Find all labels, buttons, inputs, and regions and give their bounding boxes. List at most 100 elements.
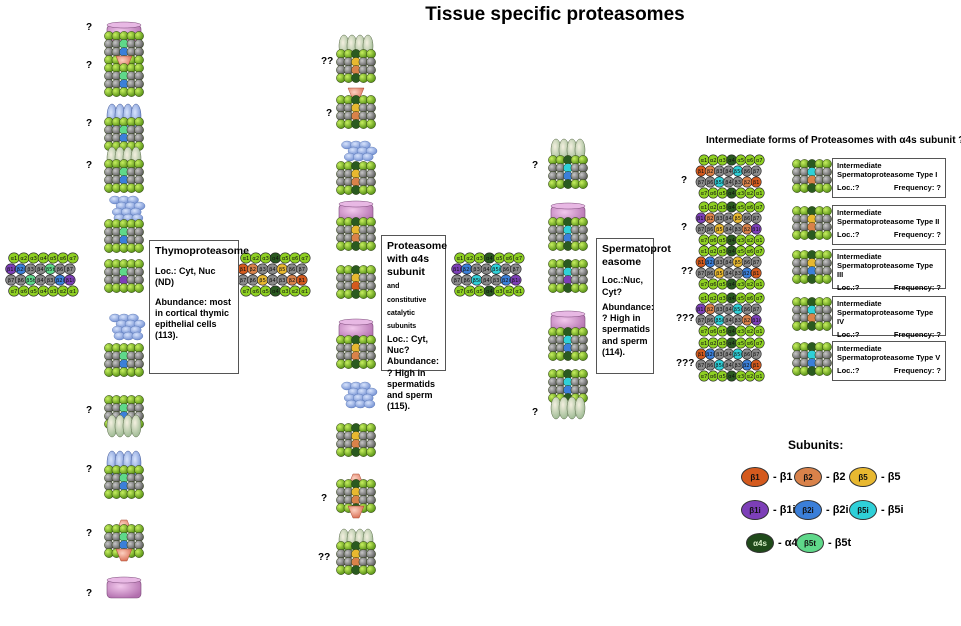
svg-text:β2: β2 [744, 227, 751, 233]
svg-text:β4: β4 [725, 271, 732, 277]
intermediate-loc: Loc.:? [837, 230, 860, 239]
svg-text:α3: α3 [719, 341, 726, 347]
col2-core-7 [336, 479, 376, 513]
legend-swatch: β5t [796, 533, 824, 553]
svg-text:β1i: β1i [752, 318, 760, 324]
col1-blob-mid [109, 313, 146, 341]
svg-text:β3: β3 [716, 169, 723, 175]
alpha4s-box: Proteasome with α4s subunit and constitu… [381, 235, 447, 411]
legend-swatch: β2i [794, 500, 822, 520]
legend-label: - β5 [881, 471, 901, 483]
svg-text:α7: α7 [701, 282, 708, 288]
intermediate-loc: Loc.:? [837, 283, 860, 292]
intermediate-box-3: Intermediate Spermatoproteasome Type III… [832, 249, 946, 292]
svg-text:α6: α6 [20, 289, 27, 295]
col2-pa28-c [347, 505, 365, 519]
svg-text:α4: α4 [728, 374, 735, 380]
svg-text:α4: α4 [40, 289, 47, 295]
svg-text:β1: β1 [753, 271, 760, 277]
intermediate-name: Intermediate Spermatoproteasome Type III [837, 252, 934, 279]
col2-core-5 [336, 335, 376, 369]
svg-text:α1: α1 [701, 205, 708, 211]
svg-text:α4: α4 [728, 238, 735, 244]
svg-text:α1: α1 [756, 282, 763, 288]
svg-text:α4: α4 [728, 249, 735, 255]
col2-core-1 [336, 49, 376, 83]
svg-text:β4: β4 [725, 216, 732, 222]
col1-core-6 [104, 343, 144, 377]
svg-text:β7: β7 [298, 267, 305, 273]
legend-label: - β1i [773, 504, 796, 516]
col2-core-3 [336, 161, 376, 195]
svg-text:β5t: β5t [46, 267, 55, 273]
col1-question-mark: ? [86, 405, 93, 416]
svg-text:α3: α3 [50, 289, 57, 295]
svg-text:β5: β5 [259, 278, 266, 284]
legend-label: - β1 [773, 471, 793, 483]
svg-text:β7: β7 [66, 267, 73, 273]
svg-text:β7: β7 [454, 278, 461, 284]
svg-text:β5i: β5i [715, 363, 723, 369]
inter-core-1 [792, 159, 832, 193]
svg-text:α7: α7 [515, 256, 522, 262]
legend-item-3: β5- β5 [849, 467, 901, 487]
svg-text:α2: α2 [747, 282, 754, 288]
col1-cap-cream-b [106, 414, 142, 438]
col1-core-8 [104, 465, 144, 499]
svg-text:α3: α3 [262, 256, 269, 262]
svg-text:α7: α7 [701, 191, 708, 197]
col2-question-mark: ?? [318, 552, 331, 563]
svg-text:β3: β3 [493, 278, 500, 284]
intermediate-question-mark: ? [681, 222, 688, 233]
svg-text:α6: α6 [747, 341, 754, 347]
svg-text:β7: β7 [698, 227, 705, 233]
col1-question-mark: ? [86, 528, 93, 539]
svg-text:β6: β6 [463, 278, 470, 284]
svg-text:α6: α6 [710, 238, 717, 244]
page-title: Tissue specific proteasomes [425, 4, 685, 25]
legend-item-5: β2i- β2i [794, 500, 849, 520]
legend-swatch: β2 [794, 467, 822, 487]
svg-text:α7: α7 [756, 296, 763, 302]
legend-item-8: β5t- β5t [796, 533, 851, 553]
svg-text:β1: β1 [298, 278, 305, 284]
svg-text:α4: α4 [728, 341, 735, 347]
intermediate-frequency: Frequency: ? [893, 283, 941, 292]
svg-text:β7: β7 [698, 318, 705, 324]
intermediate-meta: Loc.:?Frequency: ? [837, 330, 941, 339]
legend-label: - β2 [826, 471, 846, 483]
svg-text:α3: α3 [719, 158, 726, 164]
svg-text:α4: α4 [486, 289, 493, 295]
svg-text:β1: β1 [698, 169, 705, 175]
svg-text:β4: β4 [37, 278, 44, 284]
svg-text:β3: β3 [27, 267, 34, 273]
svg-text:α2: α2 [747, 329, 754, 335]
svg-text:α6: α6 [747, 205, 754, 211]
intermediate-name: Intermediate Spermatoproteasome Type I [837, 161, 938, 179]
svg-text:α2: α2 [292, 289, 299, 295]
col2-core-4 [336, 217, 376, 251]
svg-text:β4: β4 [37, 267, 44, 273]
svg-text:α2: α2 [710, 296, 717, 302]
legend-swatch: β1i [741, 500, 769, 520]
svg-text:α4: α4 [486, 256, 493, 262]
svg-text:β2i: β2i [502, 278, 510, 284]
intermediate-question-mark: ??? [676, 313, 695, 324]
svg-text:β3: β3 [259, 267, 266, 273]
svg-text:β5: β5 [716, 227, 723, 233]
svg-text:α4: α4 [728, 158, 735, 164]
svg-text:β4: β4 [725, 169, 732, 175]
col1-core-center [104, 259, 144, 293]
inter-core-5 [792, 342, 832, 376]
col1-core-4 [104, 159, 144, 193]
svg-text:α5: α5 [282, 256, 289, 262]
svg-text:α6: α6 [710, 282, 717, 288]
